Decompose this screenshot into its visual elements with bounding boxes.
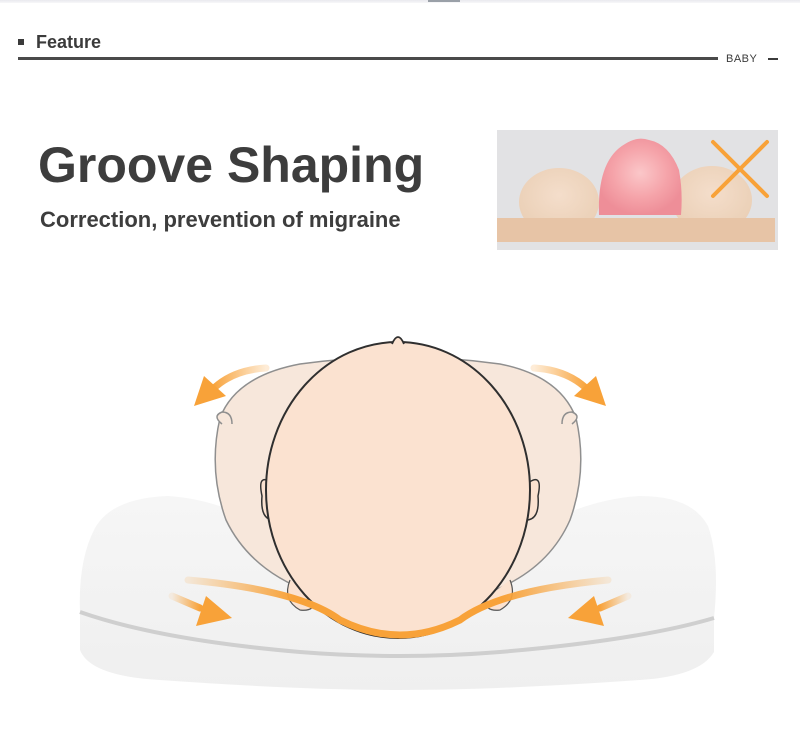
flattened-head [598,138,682,215]
comparison-inset [497,130,778,250]
arrow-top-right-icon [530,364,606,406]
section-header: Feature BABY [18,30,782,70]
arrow-bottom-right-icon [568,592,632,626]
header-divider [18,57,718,60]
flat-pillow-illustration [497,130,778,250]
cross-icon [711,140,769,198]
flat-pillow [497,218,775,242]
ghost-ear-left [216,411,233,425]
hair-tuft [391,336,405,345]
page-subtitle: Correction, prevention of migraine [40,207,401,232]
pillow-seam [79,610,715,658]
section-label: Feature [36,32,102,52]
baby-head [265,341,531,639]
page-title: Groove Shaping [38,137,425,193]
arrow-top-left-icon [194,364,270,406]
groove-arc [184,576,612,639]
pillow [79,496,716,690]
top-notch [428,0,460,2]
top-border [0,0,800,3]
arrow-bottom-left-icon [168,592,232,626]
bullet-square-icon [18,39,24,45]
brand-dash [768,58,778,60]
brand-tag: BABY [726,53,758,65]
pale-head-right [672,166,752,234]
ghost-ear-right [561,411,578,425]
